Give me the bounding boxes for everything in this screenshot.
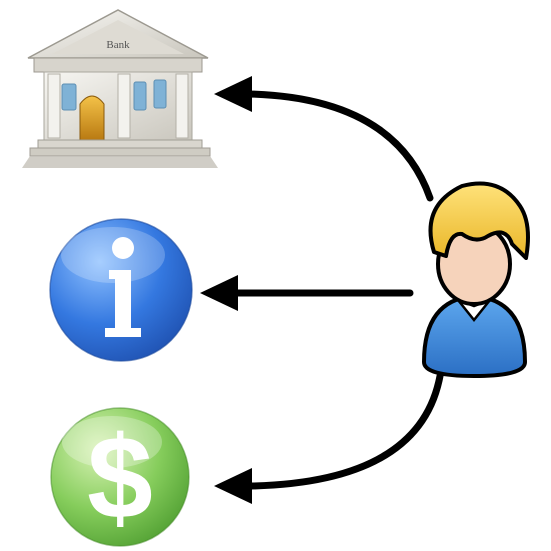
bank-building-icon: Bank (22, 9, 218, 168)
dollar-icon: $ (50, 407, 190, 547)
arrows (200, 76, 444, 504)
arrow-to-bank (246, 90, 434, 202)
info-icon (49, 218, 193, 362)
user-person-icon (421, 181, 530, 379)
dollar-glyph: $ (87, 412, 153, 544)
arrow-to-bank-head (214, 76, 252, 112)
bank-sign-text: Bank (106, 39, 130, 51)
arrow-to-info-head (200, 275, 238, 311)
arrow-to-money (248, 372, 444, 490)
arrow-to-money-head (214, 468, 252, 504)
